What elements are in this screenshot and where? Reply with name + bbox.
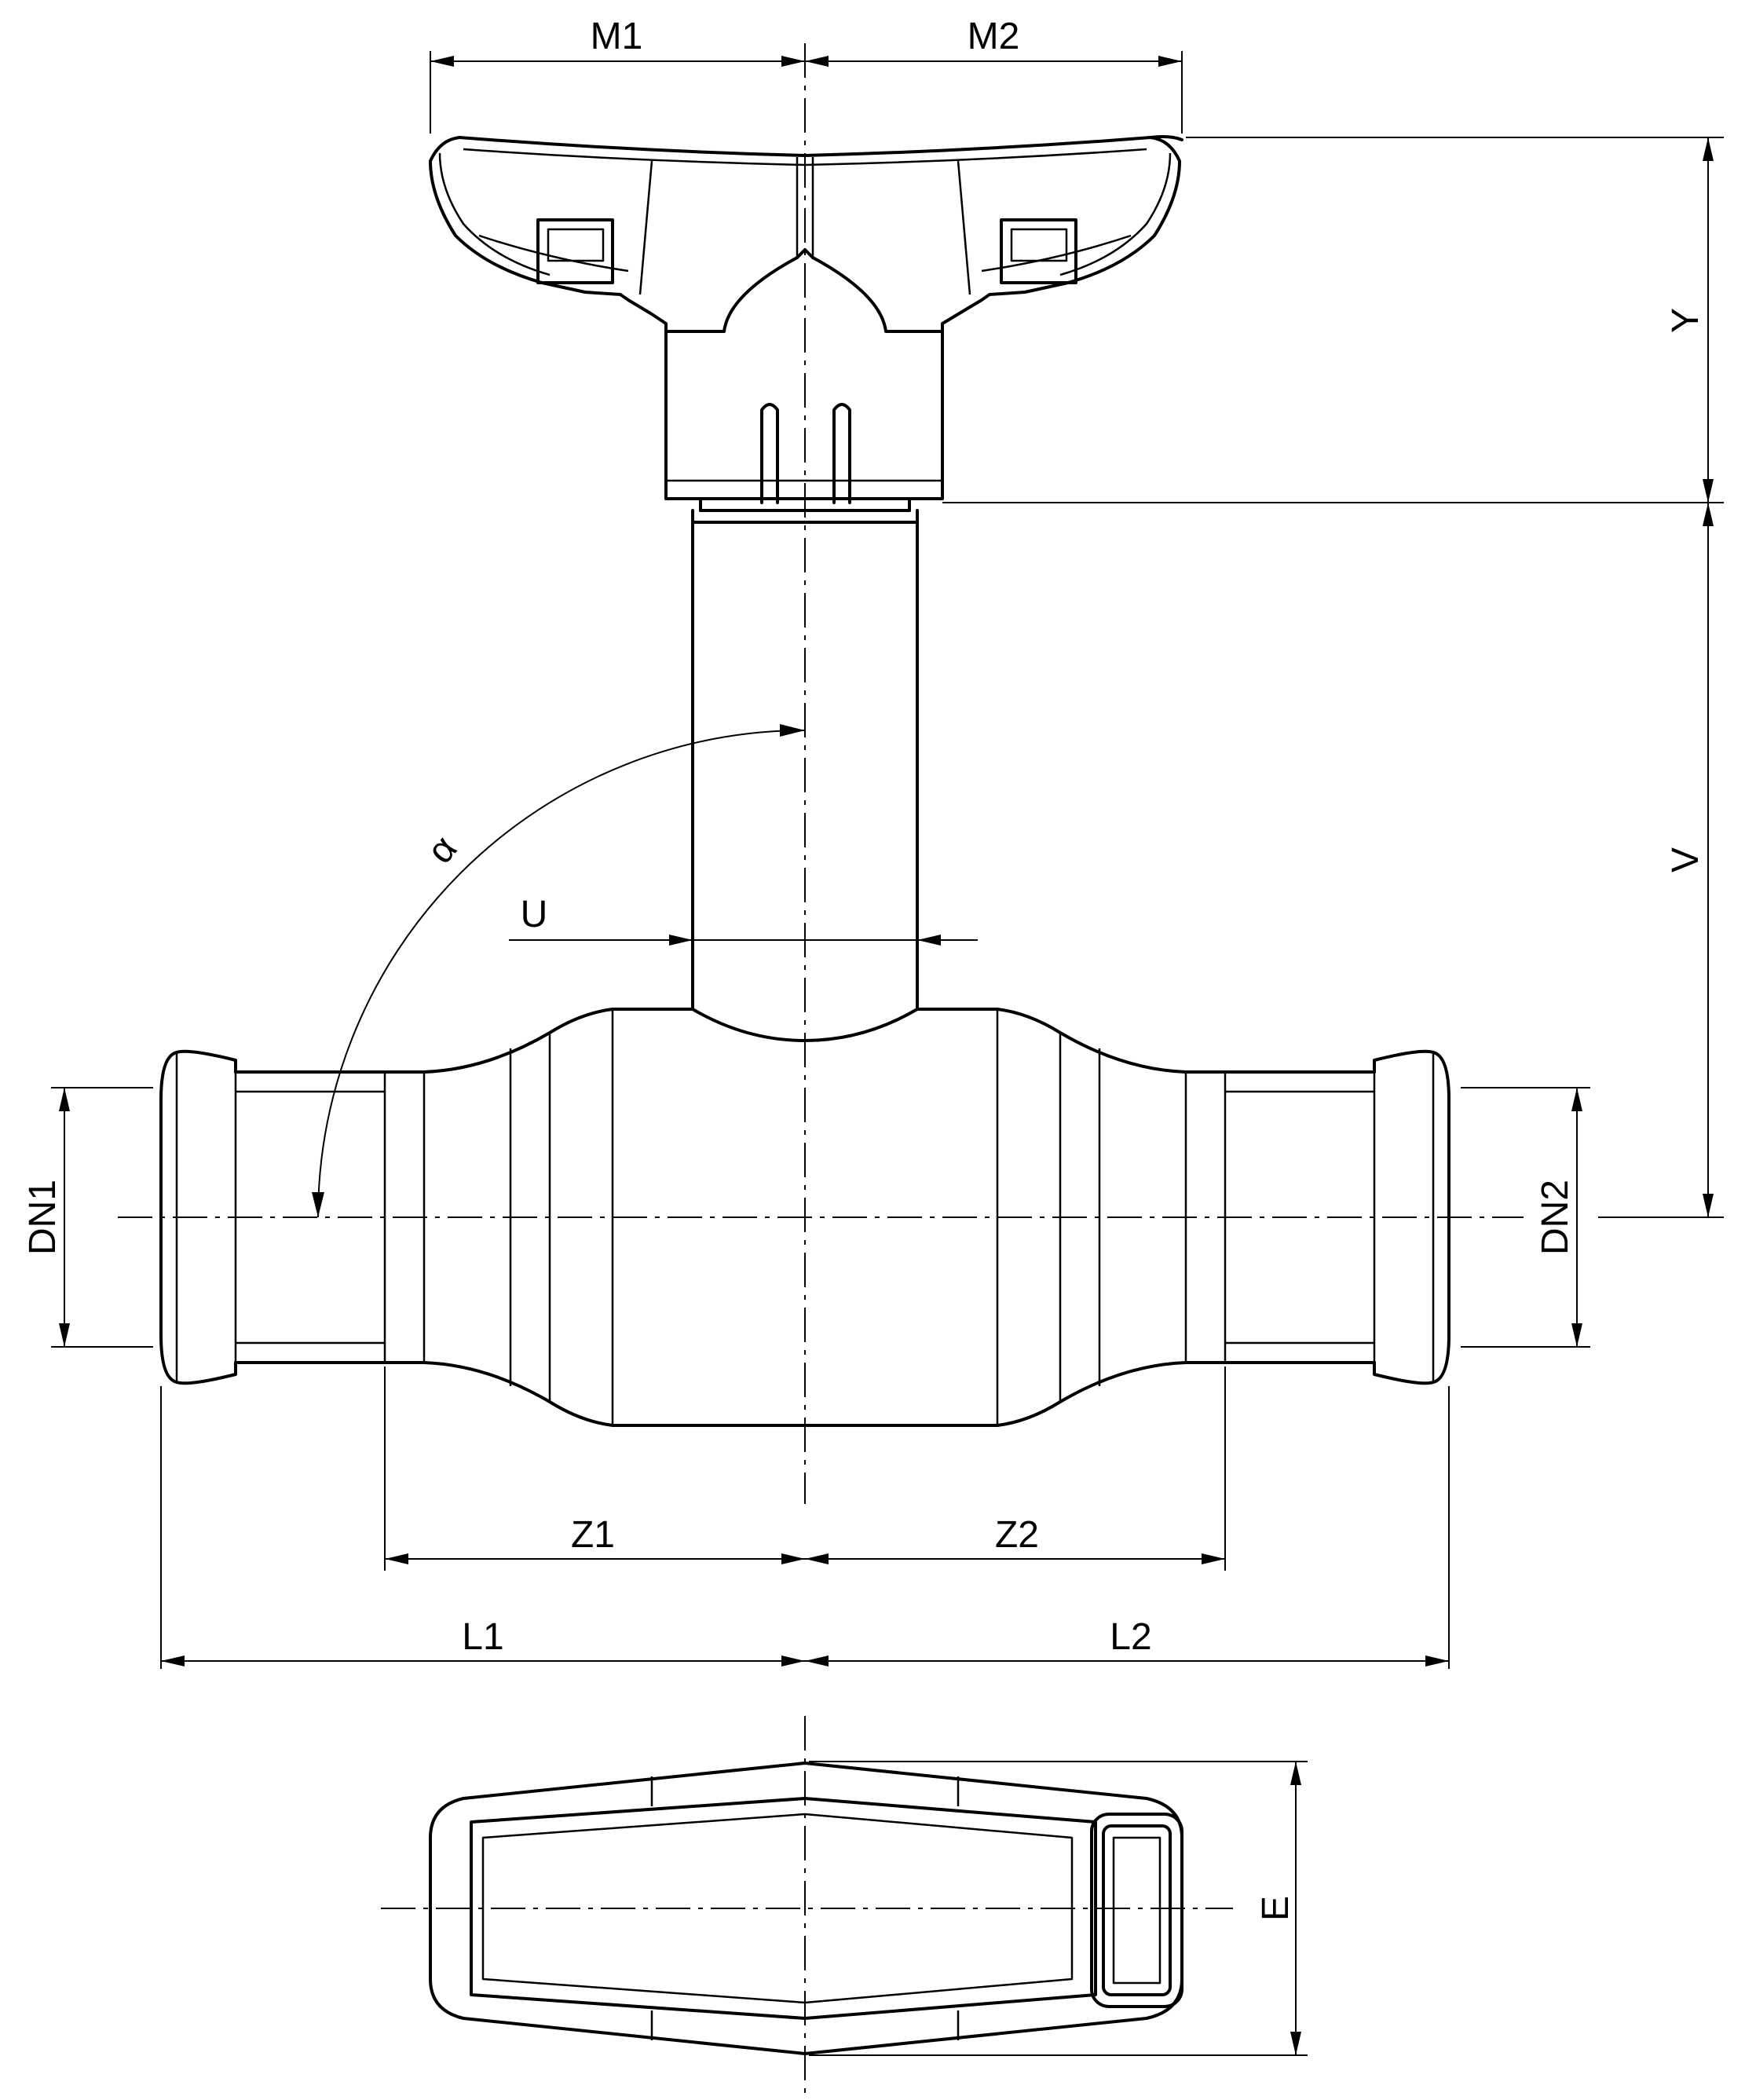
press-end-right (1224, 1049, 1451, 1385)
label-z1: Z1 (571, 1514, 615, 1556)
label-m1: M1 (591, 16, 643, 57)
stem-housing (664, 330, 944, 512)
dimension-labels: M1 M2 Y V U α DN1 DN2 Z1 Z2 L1 L2 E (22, 16, 1707, 1921)
label-e: E (1255, 1896, 1297, 1921)
valve-handle (429, 135, 1183, 333)
label-l1: L1 (462, 1616, 503, 1658)
label-y: Y (1665, 308, 1707, 333)
center-lines (118, 43, 1524, 2100)
handle-top-view (429, 1762, 1183, 2055)
press-end-left (159, 1049, 386, 1385)
label-dn1: DN1 (22, 1180, 64, 1255)
valve-stem (691, 509, 919, 1011)
label-alpha: α (419, 828, 465, 871)
label-l2: L2 (1110, 1616, 1151, 1658)
label-v: V (1665, 847, 1707, 873)
label-m2: M2 (968, 16, 1020, 57)
dimensions (51, 51, 1724, 2056)
label-u: U (521, 894, 548, 935)
label-z2: Z2 (995, 1514, 1039, 1556)
label-dn2: DN2 (1535, 1180, 1576, 1255)
valve-body (234, 1008, 1376, 1427)
